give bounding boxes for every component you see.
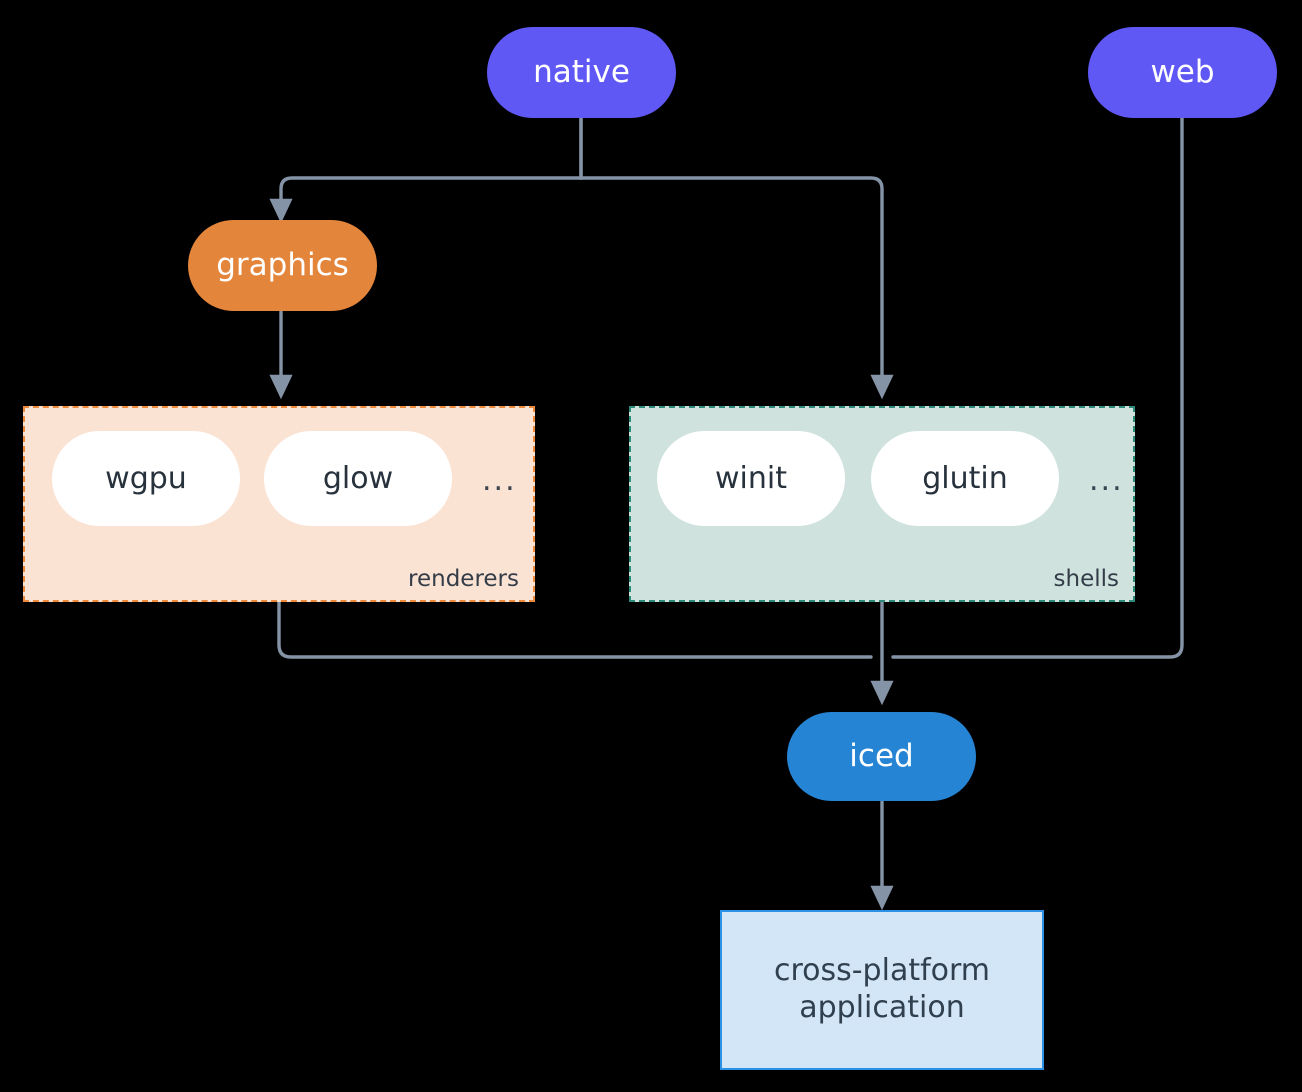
edge-native-to-graphics bbox=[269, 115, 583, 224]
leaf-pill-winit[interactable]: winit bbox=[657, 431, 845, 526]
leaf-pill-glow[interactable]: glow bbox=[264, 431, 452, 526]
group-renderers: wgpu glow ... renderers bbox=[23, 406, 535, 602]
leaf-pill-glutin[interactable]: glutin bbox=[871, 431, 1059, 526]
leaf-pill-wgpu[interactable]: wgpu bbox=[52, 431, 240, 526]
group-shells: winit glutin ... shells bbox=[629, 406, 1135, 602]
node-web-label: web bbox=[1150, 53, 1215, 90]
group-renderers-label: renderers bbox=[408, 566, 519, 592]
node-native[interactable]: native bbox=[487, 27, 676, 118]
leaf-pill-glow-label: glow bbox=[322, 461, 394, 496]
shells-ellipsis: ... bbox=[1089, 463, 1124, 498]
node-web[interactable]: web bbox=[1088, 27, 1277, 118]
edge-native-to-shells bbox=[579, 115, 894, 400]
node-iced-label: iced bbox=[849, 737, 914, 774]
node-application[interactable]: cross-platform application bbox=[720, 910, 1044, 1070]
node-graphics-label: graphics bbox=[216, 246, 349, 283]
node-native-label: native bbox=[533, 53, 630, 90]
node-application-line1: cross-platform bbox=[773, 953, 991, 989]
leaf-pill-glutin-label: glutin bbox=[922, 461, 1008, 496]
renderers-ellipsis: ... bbox=[482, 463, 517, 498]
leaf-pill-winit-label: winit bbox=[715, 461, 787, 496]
node-application-line2: application bbox=[799, 990, 965, 1025]
leaf-pill-wgpu-label: wgpu bbox=[105, 461, 187, 496]
node-iced[interactable]: iced bbox=[787, 712, 976, 801]
group-shells-label: shells bbox=[1053, 566, 1119, 592]
node-graphics[interactable]: graphics bbox=[188, 220, 377, 311]
edge-renderers-to-iced bbox=[277, 600, 873, 659]
